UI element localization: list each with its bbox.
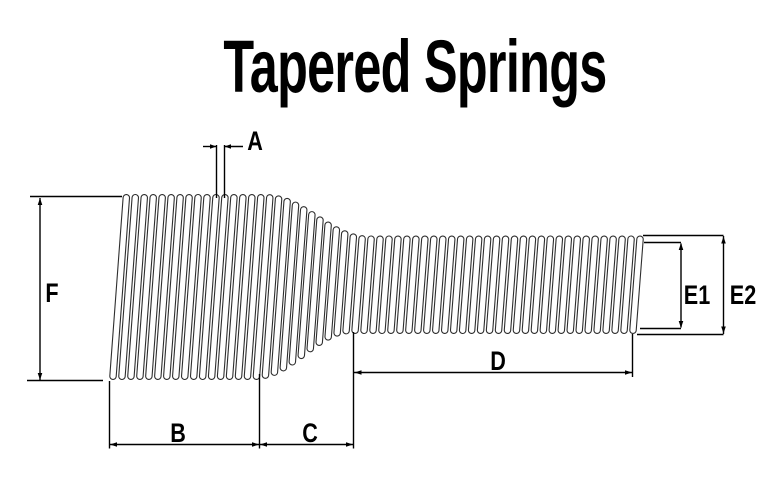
arrowhead	[110, 442, 117, 447]
spring-coil	[432, 235, 447, 334]
spring-coil	[189, 194, 211, 380]
arrowhead	[721, 326, 726, 334]
arrowhead	[678, 243, 684, 250]
dimension-d	[354, 334, 634, 377]
arrowhead	[260, 442, 267, 447]
arrowhead	[37, 373, 43, 380]
spring-coil	[485, 235, 501, 334]
spring-coil	[602, 235, 617, 334]
spring-coil	[180, 193, 202, 381]
spring-coil	[378, 235, 393, 335]
spring-coil	[315, 221, 332, 346]
spring-coil	[279, 201, 300, 372]
spring-coil	[369, 235, 384, 334]
spring-coil	[360, 235, 375, 335]
dimension-label-d: D	[490, 346, 506, 376]
spring-coil	[548, 235, 564, 334]
arrowhead	[346, 442, 353, 447]
spring-coil	[207, 194, 229, 380]
spring-coil	[405, 235, 420, 334]
spring-coil	[342, 233, 358, 335]
page-title: Tapered Springs	[223, 25, 607, 108]
spring-coil	[449, 235, 465, 334]
spring-coil	[440, 235, 456, 334]
spring-coil	[136, 194, 157, 380]
dimension-a	[203, 144, 243, 198]
spring-coil	[512, 235, 528, 334]
spring-coil	[270, 197, 291, 376]
spring-coil	[476, 235, 492, 334]
arrowhead	[252, 442, 259, 447]
spring-coil	[575, 235, 590, 334]
spring-coil	[297, 211, 316, 360]
spring-coil	[593, 235, 608, 334]
spring-coil	[216, 194, 238, 380]
dimension-e1	[640, 241, 684, 330]
spring-coil	[494, 235, 510, 334]
spring-coil	[145, 194, 166, 380]
arrowhead	[721, 236, 726, 244]
spring-coil	[423, 235, 438, 334]
arrowhead	[354, 370, 362, 375]
spring-coil	[503, 235, 519, 334]
spring-coil	[172, 194, 193, 380]
dimension-label-f: F	[45, 278, 59, 308]
spring-coil	[584, 235, 599, 334]
spring-coil	[109, 194, 131, 380]
arrowhead	[224, 144, 231, 149]
spring-coil	[566, 235, 581, 334]
arrowhead	[210, 144, 217, 149]
spring-coil	[324, 226, 341, 341]
dimension-e2	[637, 234, 726, 336]
spring-coil	[530, 235, 546, 334]
dimension-f	[27, 195, 122, 382]
dimension-label-c: C	[302, 418, 318, 448]
spring-coil	[118, 193, 140, 381]
spring-coil	[521, 235, 537, 334]
dimension-label-b: B	[170, 418, 186, 448]
spring-coil	[225, 194, 247, 380]
spring-coils	[109, 193, 644, 381]
spring-coil	[288, 206, 308, 366]
dimension-label-a: A	[247, 126, 263, 156]
dimension-label-e2: E2	[729, 280, 757, 310]
spring-coil	[396, 235, 411, 334]
spring-coil	[234, 194, 256, 380]
spring-coil	[557, 235, 573, 334]
spring-coil	[539, 235, 555, 335]
spring-coil	[163, 194, 184, 380]
spring-coil	[458, 235, 474, 335]
arrowhead	[625, 370, 632, 375]
arrowhead	[37, 198, 43, 205]
spring-coil	[243, 194, 265, 380]
spring-coil	[414, 235, 429, 334]
arrowhead	[678, 321, 684, 328]
spring-coil	[387, 235, 402, 334]
spring-coil	[127, 194, 148, 380]
spring-coil	[333, 230, 349, 337]
dimension-label-e1: E1	[683, 280, 711, 310]
spring-coil	[611, 235, 626, 334]
spring-coil	[261, 195, 283, 379]
spring-coil	[306, 216, 324, 353]
spring-coil	[629, 235, 644, 334]
dimension-b-c	[108, 332, 355, 449]
spring-coil	[252, 194, 274, 380]
spring-coil	[198, 193, 220, 381]
spring-coil	[620, 235, 635, 335]
spring-coil	[154, 194, 175, 380]
spring-coil	[467, 235, 483, 334]
